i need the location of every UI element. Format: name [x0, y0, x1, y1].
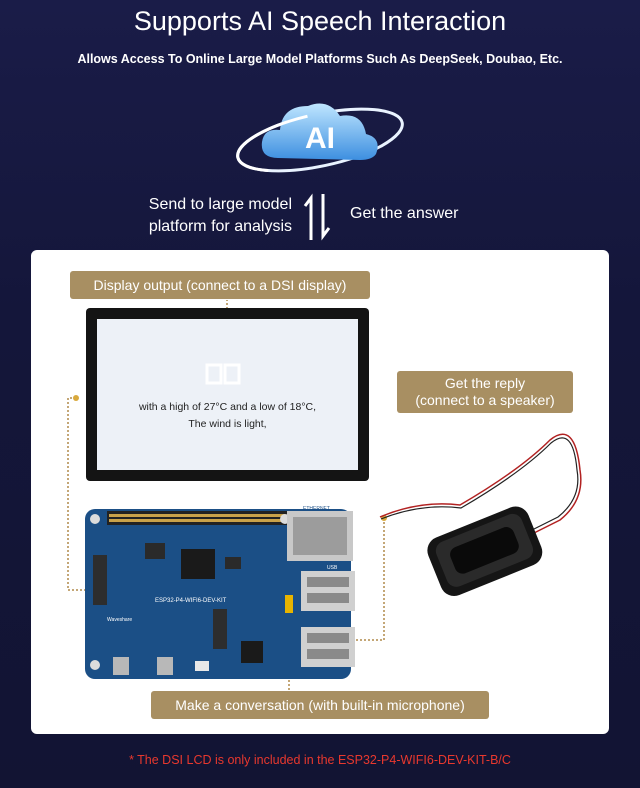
- answer-caption: Get the answer: [350, 205, 459, 222]
- page-title: Supports AI Speech Interaction: [133, 6, 507, 36]
- board-model-label: ESP32-P4-WIFI6-DEV-KIT: [155, 598, 227, 604]
- display-callout: Display output (connect to a DSI display…: [70, 271, 370, 299]
- board-brand-logo: Waveshare: [107, 617, 132, 623]
- screen-text-line2: The wind is light,: [188, 418, 267, 430]
- usb-label: USB: [327, 565, 338, 571]
- speaker-image: [427, 506, 543, 597]
- page-subtitle: Allows Access To Online Large Model Plat…: [77, 52, 563, 66]
- dsi-display-screen: [97, 319, 358, 470]
- ethernet-label: ETHERNET: [303, 506, 330, 512]
- bidirectional-arrows-icon: [303, 193, 331, 241]
- conversation-callout: Make a conversation (with built-in micro…: [151, 691, 489, 719]
- reply-callout: Get the reply (connect to a speaker): [397, 371, 573, 413]
- weather-glyph-icon: [205, 363, 241, 385]
- footnote: * The DSI LCD is only included in the ES…: [129, 753, 511, 767]
- ai-label: AI: [305, 122, 335, 155]
- send-caption: Send to large model platform for analysi…: [148, 196, 292, 235]
- screen-text-line1: with a high of 27°C and a low of 18°C,: [138, 401, 317, 413]
- dev-board-image: ETHERNET USB ESP32-P4-WIFI6-DEV-KIT Wave…: [85, 506, 355, 679]
- ai-cloud-icon: AI: [236, 103, 404, 173]
